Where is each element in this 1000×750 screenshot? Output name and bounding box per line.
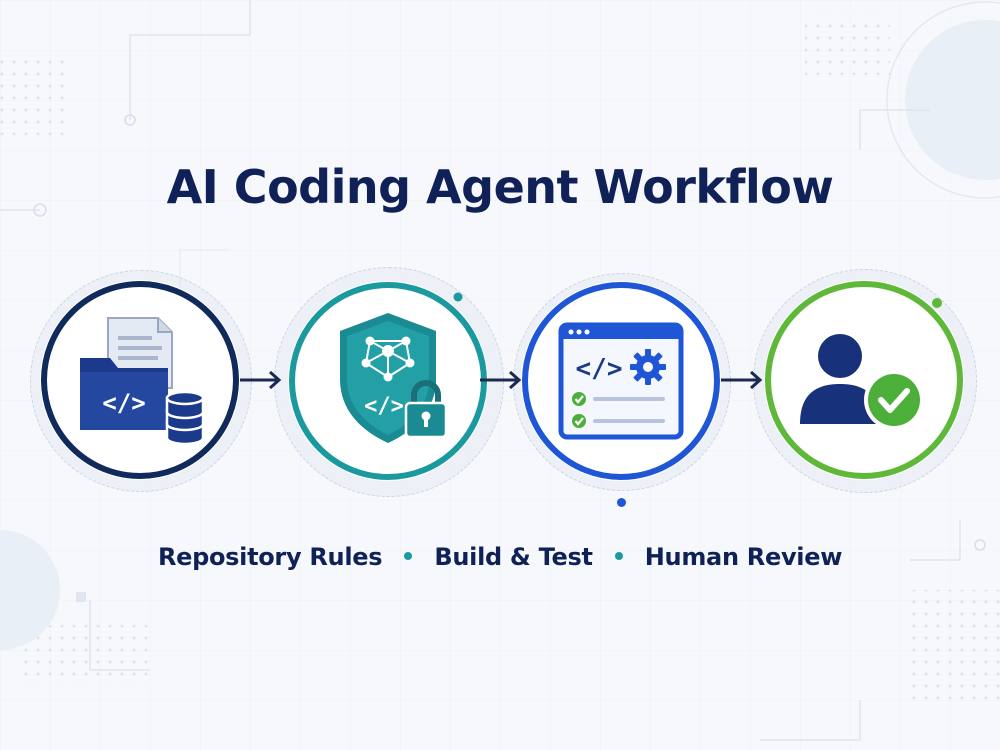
- stage-repository-rules: </>: [40, 280, 240, 480]
- separator-dot: [404, 552, 413, 560]
- code-folder-database-icon: </>: [41, 281, 239, 479]
- page-title: AI Coding Agent Workflow: [166, 160, 834, 214]
- label-human-review: Human Review: [644, 543, 843, 571]
- arrow-right-icon: [240, 370, 282, 390]
- label-build-test: Build & Test: [434, 543, 593, 571]
- shield-network-lock-icon: </>: [289, 282, 487, 480]
- svg-text:</>: </>: [102, 389, 145, 417]
- stage-human-review: [764, 280, 964, 480]
- accent-dot: [932, 298, 942, 308]
- user-checkmark-icon: [765, 281, 963, 479]
- stage-build-test: </>: [521, 281, 721, 481]
- stage-labels: Repository Rules Build & Test Human Revi…: [0, 543, 1000, 571]
- accent-dot: [617, 498, 626, 507]
- label-repository-rules: Repository Rules: [157, 543, 383, 571]
- separator-dot: [614, 552, 623, 560]
- arrow-right-icon: [480, 370, 522, 390]
- arrow-right-icon: [721, 370, 763, 390]
- svg-text:</>: </>: [576, 354, 623, 384]
- code-window-checklist-icon: </>: [522, 282, 720, 480]
- svg-text:</>: </>: [364, 394, 404, 419]
- stage-secure-agent: </>: [288, 281, 488, 481]
